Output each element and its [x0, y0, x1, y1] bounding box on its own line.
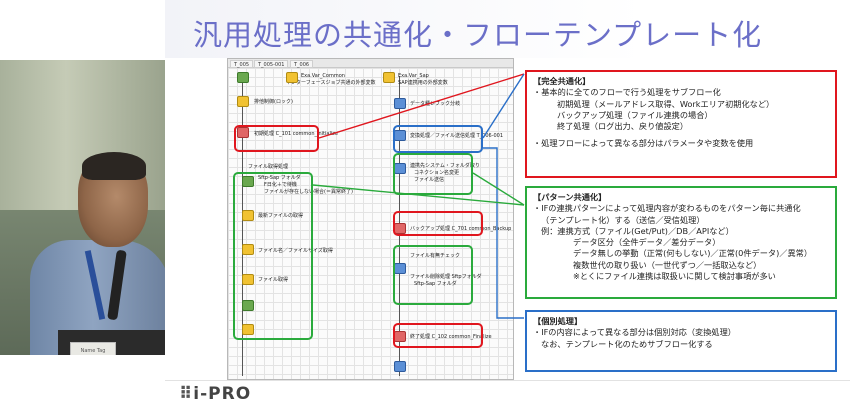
end-highlight [393, 323, 483, 348]
file-get-node: ファイル取得処理 [248, 164, 289, 170]
file-fetch-icon[interactable] [242, 274, 254, 285]
connection-highlight [393, 153, 473, 195]
callout-individual-line: ・IFの内容によって異なる部分は個別対応（変換処理） [533, 327, 736, 338]
start-icon[interactable] [237, 72, 249, 83]
var-common-title: Exa.Var_Common [301, 73, 345, 79]
tab-t006[interactable]: T_006 [290, 60, 314, 68]
callout-pattern-line: 複数世代の取り扱い（一世代ずつ／一括取込など） [573, 259, 762, 270]
backup-highlight [393, 211, 483, 236]
lock-node: 排他制御(ロック) [254, 99, 293, 105]
file-sys-node-3: ファイル送信 [414, 177, 445, 183]
latest-file-node: 最新ファイルの取得 [258, 213, 304, 219]
file-check-node: ファイル有無チェック [410, 253, 461, 259]
logo-mark-icon: ⠿ [179, 384, 194, 404]
callout-full-line: バックアップ処理（ファイル連携の場合） [557, 109, 713, 120]
callout-pattern-line: データ区分（全件データ／差分データ） [573, 237, 721, 248]
end-node: 終了処理 C_102 common_Finalize [410, 334, 492, 340]
file-sys-node-2: コネクション名変更 [414, 170, 460, 176]
sftp-icon[interactable] [242, 176, 254, 187]
file-delete-node: ファイル削除処理 Sftpフォルダ [410, 274, 482, 280]
callout-pattern-common: 【パターン共通化】 ・IFの連携パターンによって処理内容が変わるものをパターン毎… [525, 186, 837, 299]
name-tag: Name Tag [70, 342, 116, 355]
title-background [165, 0, 850, 58]
ipro-logo: ⠿i-PRO [179, 384, 251, 404]
merge-icon[interactable] [242, 324, 254, 335]
sftp-node: Sftp-Sap フォルダ [258, 175, 301, 181]
file-sys-node: 連携先システム・フォルダ取り [410, 163, 480, 169]
init-icon[interactable] [237, 127, 249, 138]
presenter-photo: Name Tag [0, 60, 165, 355]
callout-individual-title: 【個別処理】 [533, 316, 583, 326]
slide-title: 汎用処理の共通化・フローテンプレート化 [193, 18, 763, 52]
var-common-sub: インターフェースジョブ共通の外部変数 [286, 80, 376, 86]
loop-icon[interactable] [242, 300, 254, 311]
callout-full-line: 終了処理（ログ出力、戻り値設定） [557, 121, 689, 132]
callout-pattern-line: ・IFの連携パターンによって処理内容が変わるものをパターン毎に共通化 [533, 203, 801, 214]
file-fetch-node: ファイル取得 [258, 277, 289, 283]
callout-pattern-line: データ無しの挙動（正常(何もしない)／正常(0件データ)／異常） [573, 248, 813, 259]
callout-full-line: ・処理フローによって異なる部分はパラメータや変数を使用 [533, 138, 754, 149]
callout-full-common: 【完全共通化】 ・基本的に全てのフローで行う処理をサブフロー化 初期処理（メール… [525, 70, 837, 178]
callout-individual-line: なお、テンプレート化のためサブフロー化する [541, 338, 713, 349]
terminate-icon[interactable] [394, 361, 406, 372]
sftp-node-wait: F日化＋で待機 [264, 182, 297, 188]
left-flow-line [242, 76, 243, 376]
branch-icon[interactable] [394, 98, 406, 109]
data-branch-node: データ種レブック分岐 [410, 101, 461, 107]
presenter-hair [82, 152, 146, 180]
file-delete-node-2: Sftp-Sap フォルダ [414, 281, 457, 287]
callout-pattern-title: 【パターン共通化】 [533, 192, 607, 202]
footer-divider [165, 380, 850, 381]
backup-node: バックアップ処理 C_701 common_Backup [410, 226, 512, 232]
callout-full-line: 初期処理（メールアドレス取得、Workエリア初期化など） [557, 98, 775, 109]
latest-file-icon[interactable] [242, 210, 254, 221]
file-size-icon[interactable] [242, 244, 254, 255]
transform-highlight [393, 125, 483, 153]
tab-t005-001[interactable]: T_005-001 [254, 60, 289, 68]
flow-tabs: T_005 T_005-001 T_006 [228, 59, 513, 68]
callout-full-title: 【完全共通化】 [533, 76, 591, 86]
callout-individual: 【個別処理】 ・IFの内容によって異なる部分は個別対応（変換処理） なお、テンプ… [525, 310, 837, 372]
callout-pattern-line: （テンプレート化）する（送信／受信処理） [541, 214, 705, 225]
callout-full-line: ・基本的に全てのフローで行う処理をサブフロー化 [533, 87, 721, 98]
logo-text: i-PRO [193, 384, 252, 404]
file-get-highlight [233, 172, 313, 340]
init-node: 初期処理 C_101 common_Initialize [254, 131, 338, 137]
lock-icon[interactable] [237, 96, 249, 107]
sftp-node-missing: ファイルが存在しない場合(＝異常終了) [264, 189, 353, 195]
file-size-node: ファイル名／ファイルサイズ取得 [258, 248, 333, 254]
callout-pattern-line: ※とくにファイル連携は取扱いに関して検討事項が多い [573, 271, 776, 282]
callout-pattern-line: 例：連携方式（ファイル(Get/Put)／DB／APIなど） [541, 225, 734, 236]
var-sap-title: Exa.Var_Sap [398, 73, 429, 79]
variable-icon[interactable] [383, 72, 395, 83]
init-highlight [234, 125, 319, 152]
tab-t005[interactable]: T_005 [230, 60, 254, 68]
var-sap-sub: SAP連携用の外部変数 [398, 80, 448, 86]
file-delete-highlight [393, 245, 473, 305]
variable-icon[interactable] [286, 72, 298, 83]
